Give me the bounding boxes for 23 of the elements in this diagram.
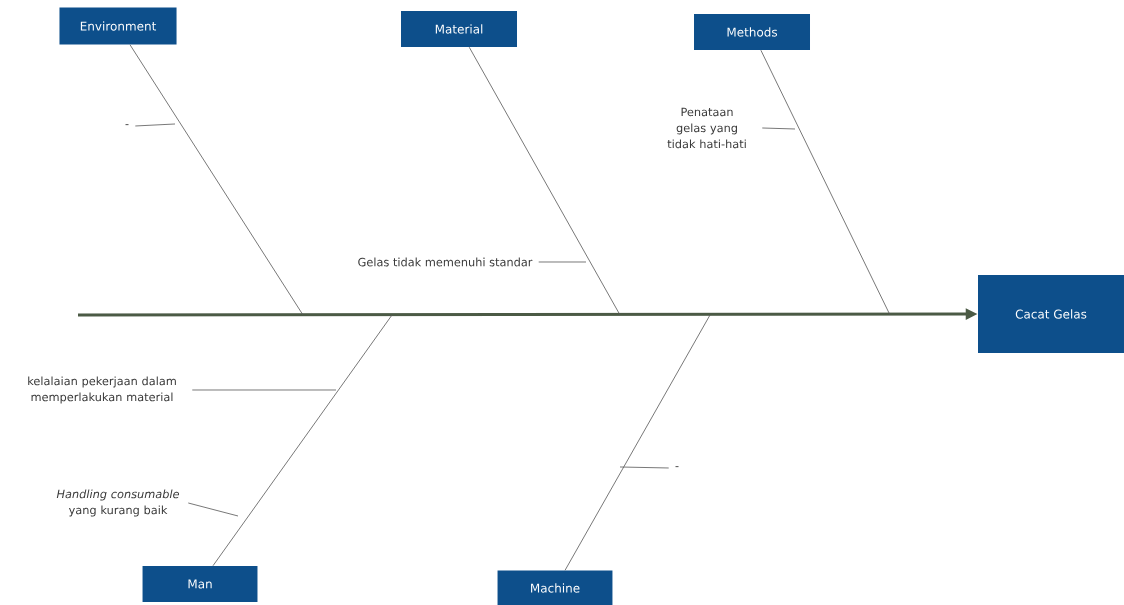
category-box: Environment [59,7,177,45]
cause-text: Gelas tidak memenuhi standar [358,257,533,267]
leader-line [191,389,337,391]
bone-line [129,44,304,316]
effect-box: Cacat Gelas [978,275,1124,353]
cause-text: kelalaian pekerjaan dalam memperlakukan material [28,376,176,404]
category-box: Material [401,11,517,47]
bone-line [564,314,711,571]
leader-line [187,502,239,517]
leader-line [619,466,670,469]
leader-line [761,127,796,130]
cause-text: - [125,124,129,126]
cause-text: Handling consumable yang kurang baik [56,489,180,517]
bone-line [468,46,621,316]
category-box: Man [142,566,258,602]
category-box: Methods [694,14,810,50]
cause-text: - [675,466,679,468]
leader-line [134,123,176,127]
bone-line [760,49,891,316]
cause-text: Penataan gelas yang tidak hati-hati [667,107,746,149]
category-box: Machine [497,570,613,605]
bone-line [212,314,393,567]
leader-line [538,261,587,263]
